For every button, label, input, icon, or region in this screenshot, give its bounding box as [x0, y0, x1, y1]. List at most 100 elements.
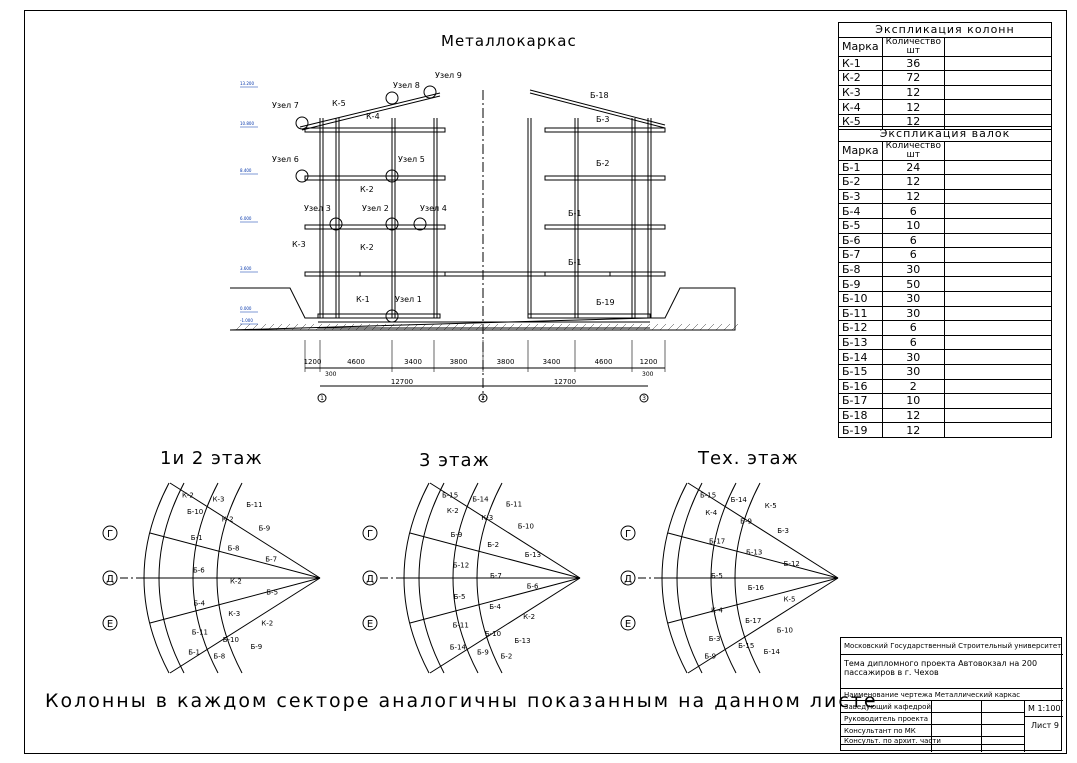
ground-hatch [571, 323, 579, 331]
ground-hatch [531, 323, 539, 331]
floor-1-2-label: Б-9 [250, 643, 262, 651]
ground-hatch [283, 323, 291, 331]
tech-label: Б-10 [777, 626, 793, 634]
ray-line [687, 577, 839, 674]
floor-3-label: Б-9 [451, 531, 463, 539]
ground-hatch [619, 323, 627, 331]
ground-hatch [667, 323, 675, 331]
ground-hatch [539, 323, 547, 331]
ground-hatch [603, 323, 611, 331]
floor-3-label: Б-4 [489, 603, 501, 611]
column-label: К-3 [292, 240, 306, 249]
left-floor-beam [304, 224, 446, 230]
floor-1-2-label: Б-11 [192, 628, 208, 636]
tech-label: Б-5 [711, 572, 723, 580]
left-roof [301, 95, 441, 131]
floor-3-label: Б-14 [450, 644, 467, 652]
node-label: Узел 2 [362, 204, 389, 213]
ground-hatch [299, 323, 307, 331]
dim-text: 3800 [497, 358, 515, 366]
right-base-beam [527, 313, 651, 319]
right-floor-beam [544, 224, 666, 230]
tech-label: Б-3 [777, 527, 789, 535]
ground-hatch [579, 323, 587, 331]
dim-text: 1200 [640, 358, 658, 366]
ground-hatch [339, 323, 347, 331]
ground-hatch [515, 323, 523, 331]
stamp-scale: М 1:100 [1028, 704, 1061, 713]
node-label: Узел 4 [420, 204, 447, 213]
tech-label: К-4 [711, 606, 723, 614]
dim-text: 3400 [404, 358, 422, 366]
ground-hatch [307, 323, 315, 331]
floor-3-label: К-2 [523, 613, 535, 621]
axis-bubble [102, 615, 118, 631]
axis-bubble [317, 393, 327, 403]
node-label: Узел 1 [395, 295, 422, 304]
stamp-topic: Тема дипломного проекта Автовокзал на 20… [844, 659, 1038, 677]
floor-1-2-label: Б-4 [193, 599, 205, 607]
dim-text: 300 [325, 371, 337, 378]
ground-hatch [243, 323, 251, 331]
axis-label: Д [624, 574, 632, 585]
ray-line [667, 577, 839, 624]
axis-bubble [362, 615, 378, 631]
axis-label: Г [367, 529, 373, 540]
tech-label: Б-16 [748, 584, 765, 592]
floor-1-2-label: Б-8 [213, 653, 225, 661]
tech-label: Б-14 [731, 496, 748, 504]
floor-3-label: Б-13 [525, 551, 541, 559]
floor-3-label: Б-12 [453, 561, 469, 569]
node-circle [413, 217, 427, 231]
axis-bubble [620, 570, 636, 586]
axis-bubble [362, 570, 378, 586]
columns-header-qty: Количество шт [881, 36, 945, 57]
stamp-university: Московский Государственный Строительный … [844, 642, 1062, 650]
floor-1-2-label: Б-7 [265, 555, 277, 563]
ground-hatch [331, 323, 339, 331]
floor-3-label: Б-7 [490, 572, 502, 580]
axis-bubble [620, 615, 636, 631]
right-floor-beam [544, 271, 666, 277]
floor-1-2-plan: ГДЕК-2К-3Б-11Б-10К-2Б-9Б-1Б-8Б-7Б-6К-2Б-… [102, 482, 321, 674]
ground-hatch [459, 323, 467, 331]
beams-table-mark: Б-19 [838, 422, 883, 438]
node-circle [385, 91, 399, 105]
floor-3-label: Б-6 [527, 583, 539, 591]
dim-text: 1200 [304, 358, 322, 366]
level-mark: 8.400 [240, 168, 252, 173]
ground-hatch [379, 323, 387, 331]
tech-label: Б-15 [738, 642, 754, 650]
tech-label: К-5 [784, 595, 796, 603]
axis-label: Д [106, 574, 114, 585]
node-label: Узел 5 [398, 155, 425, 164]
columns-table-title: Экспликация колонн [838, 22, 1052, 38]
beam-label: Б-1 [568, 209, 581, 218]
level-mark: 10.800 [240, 121, 254, 126]
beams-table-qty: 10 [881, 393, 945, 409]
columns-table-qty: 12 [881, 113, 945, 130]
floor-3-label: Б-14 [472, 495, 489, 503]
ground-hatch [595, 323, 603, 331]
ray-line [149, 532, 321, 579]
ground-hatch [707, 323, 715, 331]
column-label: К-5 [332, 99, 346, 108]
ground-hatch [443, 323, 451, 331]
level-mark: 0.000 [240, 306, 252, 311]
beams-table: Экспликация валок Марка Количество шт Б-… [838, 126, 1053, 438]
columns-table: Экспликация колонн Марка Количество шт К… [838, 22, 1053, 130]
ground-hatch [475, 323, 483, 331]
floor-1-2-label: Б-5 [266, 589, 278, 597]
floor-1-2-label: Б-1 [191, 534, 203, 542]
floor-1-2-label: Б-6 [193, 566, 205, 574]
connecting-beam [359, 271, 611, 277]
floor-1-2-label: Б-10 [187, 508, 203, 516]
ground-hatch [651, 323, 659, 331]
section-title: Металлокаркас [441, 32, 577, 50]
tech-label: Б-14 [764, 648, 781, 656]
ground-hatch [363, 323, 371, 331]
